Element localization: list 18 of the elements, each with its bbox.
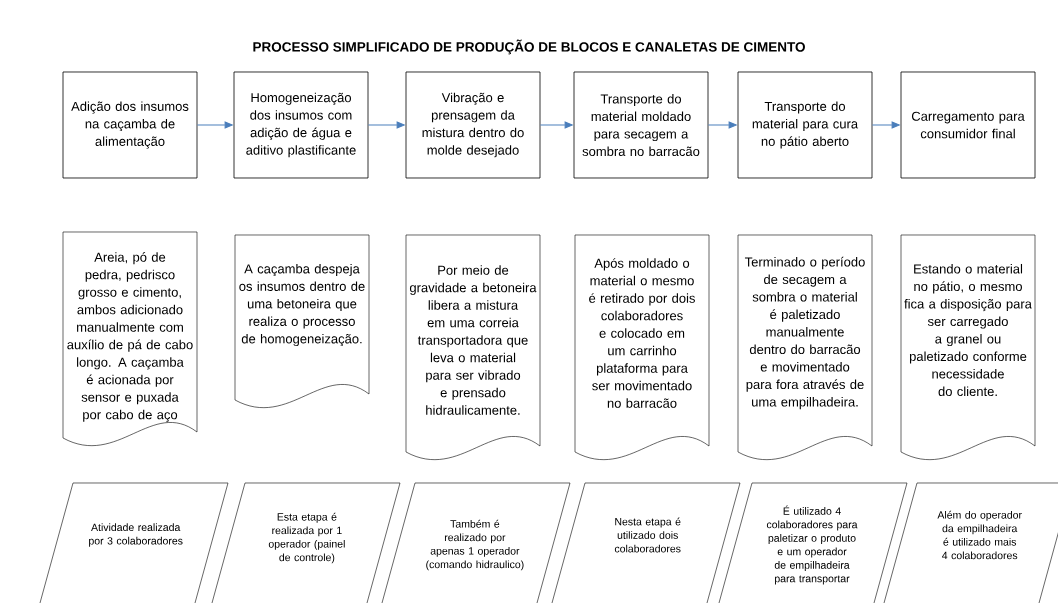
process-box: Transporte do material moldado para secagem a sombra no barracão: [573, 71, 709, 179]
arrow: [707, 121, 737, 129]
document-shape: Por meio de gravidade a betoneira libera a mistura em uma correia transportadora que leva o material para ser vibrado e prensado hidraulicamente.: [405, 234, 541, 460]
arrow: [871, 121, 900, 129]
process-box: Carregamento para consumidor final: [900, 71, 1036, 179]
arrow: [196, 121, 233, 129]
process-box: Adição dos insumos na caçamba de alimentação: [62, 71, 198, 179]
document-shape: Após moldado o material o mesmo é retirado por dois colaboradores e colocado em um carrinho plataforma para ser movimentado no barracão: [574, 234, 710, 460]
process-box: Vibração e prensagem da mistura dentro do molde desejado: [405, 71, 541, 179]
document-shape: Estando o material no pátio, o mesmo fica a disposição para ser carregado a granel ou paletizado conforme necessidade do cliente.: [900, 234, 1036, 460]
process-box: Homogeneização dos insumos com adição de água e aditivo plastificante: [233, 71, 369, 179]
title: PROCESSO SIMPLIFICADO DE PRODUÇÃO DE BLOCOS E CANALETAS DE CIMENTO: [253, 39, 805, 55]
process-box: Transporte do material para cura no pátio aberto: [737, 71, 873, 179]
document-shape: Terminado o período de secagem a sombra o material é paletizado manualmente dentro do barracão e movimentado para fora através de uma empilhadeira.: [737, 234, 873, 460]
arrow: [539, 121, 573, 129]
document-shape: Areia, pó de pedra, pedrisco grosso e cimento, ambos adicionado manualmente com auxílio de pá de cabo longo. A caçamba é acionada por sensor e puxada por cabo de aço: [62, 231, 198, 446]
arrow: [367, 121, 405, 129]
document-shape: A caçamba despeja os insumos dentro de uma betoneira que realiza o processo de homogeneização.: [234, 234, 370, 408]
